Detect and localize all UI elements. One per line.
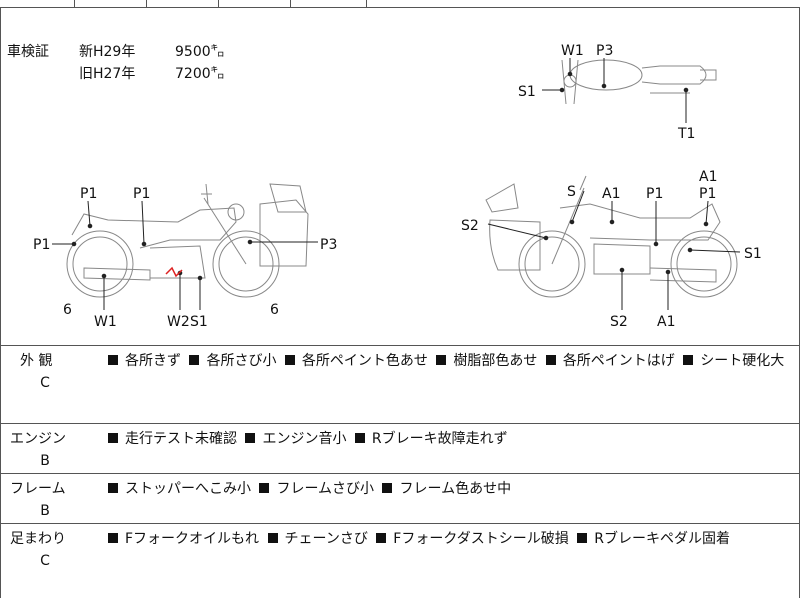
bullet-square [382, 483, 393, 493]
section-name: フレーム B [10, 478, 80, 522]
bullet-square [189, 355, 200, 365]
shaken-label: 車検証 [7, 44, 49, 60]
right-label-a1-seat: A1 [699, 169, 717, 185]
left-label-p1-fender: P1 [33, 237, 50, 253]
right-label-p1-seat: P1 [699, 186, 716, 202]
bike-left-side [66, 183, 309, 298]
bullet-square [545, 355, 556, 365]
section-items: 各所きず 各所さび小 各所ペイント色あせ 樹脂部色あせ 各所ペイントはげ シート… [104, 350, 794, 373]
right-label-s2-fairing: S2 [461, 218, 479, 234]
bullet-square [354, 433, 365, 443]
left-label-p1-tank: P1 [133, 186, 150, 202]
left-label-s1: S1 [190, 314, 208, 330]
bullet-square [108, 433, 118, 443]
section-name: エンジン B [10, 428, 80, 472]
grade: C [40, 553, 50, 569]
section-frame: フレーム B ストッパーへこみ小 フレームさび小 フレーム色あせ中 [0, 473, 800, 524]
grade: C [40, 375, 50, 391]
right-label-s: S [567, 184, 576, 200]
shaken-km-new: 9500㌔ [175, 44, 225, 60]
left-label-6-front: 6 [270, 302, 279, 318]
motorcycle-diagrams: W1 P3 S1 T1 P1 P1 P1 P3 6 6 W1 W2 S1 S A… [33, 43, 762, 330]
bullet-square [284, 355, 295, 365]
grade: B [40, 503, 50, 519]
top-table-edge [0, 0, 800, 8]
section-name: 外 観 C [10, 350, 80, 394]
top-label-s1: S1 [518, 84, 536, 100]
bullet-square [436, 355, 447, 365]
right-label-s2-engine: S2 [610, 314, 628, 330]
left-label-p1-seat: P1 [80, 186, 97, 202]
bullet-square [108, 355, 118, 365]
bike-top-view [561, 59, 717, 105]
right-label-a1-exhaust: A1 [657, 314, 675, 330]
left-label-w2: W2 [167, 314, 190, 330]
top-label-w1: W1 [561, 43, 584, 59]
right-label-s1: S1 [744, 246, 762, 262]
bullet-square [108, 483, 118, 493]
damage-mark [165, 266, 183, 278]
right-label-a1-tank: A1 [602, 186, 620, 202]
bullet-square [267, 533, 278, 543]
left-label-p3: P3 [320, 237, 337, 253]
bullet-square [245, 433, 256, 443]
bullet-square [577, 533, 588, 543]
bullet-square [376, 533, 387, 543]
bike-right-side [485, 175, 738, 298]
shaken-era-new: 新H29年 [79, 44, 136, 60]
section-exterior: 外 観 C 各所きず 各所さび小 各所ペイント色あせ 樹脂部色あせ 各所ペイント… [0, 345, 800, 424]
section-items: ストッパーへこみ小 フレームさび小 フレーム色あせ中 [104, 478, 794, 501]
bullet-square [108, 533, 118, 543]
right-label-p1-tank: P1 [646, 186, 663, 202]
shaken-km-old: 7200㌔ [175, 66, 225, 82]
inspection-certificate: 車検証 新H29年 9500㌔ 旧H27年 7200㌔ [7, 41, 255, 85]
top-label-p3: P3 [596, 43, 613, 59]
section-items: 走行テスト未確認 エンジン音小 Rブレーキ故障走れず [104, 428, 794, 451]
section-suspension: 足まわり C Fフォークオイルもれ チェーンさび Fフォークダストシール破損 R… [0, 523, 800, 600]
shaken-era-old: 旧H27年 [79, 66, 136, 82]
grade: B [40, 453, 50, 469]
left-label-6-rear: 6 [63, 302, 72, 318]
top-label-t1: T1 [677, 126, 695, 142]
bullet-square [683, 355, 694, 365]
section-engine: エンジン B 走行テスト未確認 エンジン音小 Rブレーキ故障走れず [0, 423, 800, 474]
bullet-square [259, 483, 270, 493]
damage-diagram: 車検証 新H29年 9500㌔ 旧H27年 7200㌔ [0, 8, 800, 345]
section-name: 足まわり C [10, 528, 80, 572]
left-label-w1: W1 [94, 314, 117, 330]
section-items: Fフォークオイルもれ チェーンさび Fフォークダストシール破損 Rブレーキペダル… [104, 528, 794, 551]
